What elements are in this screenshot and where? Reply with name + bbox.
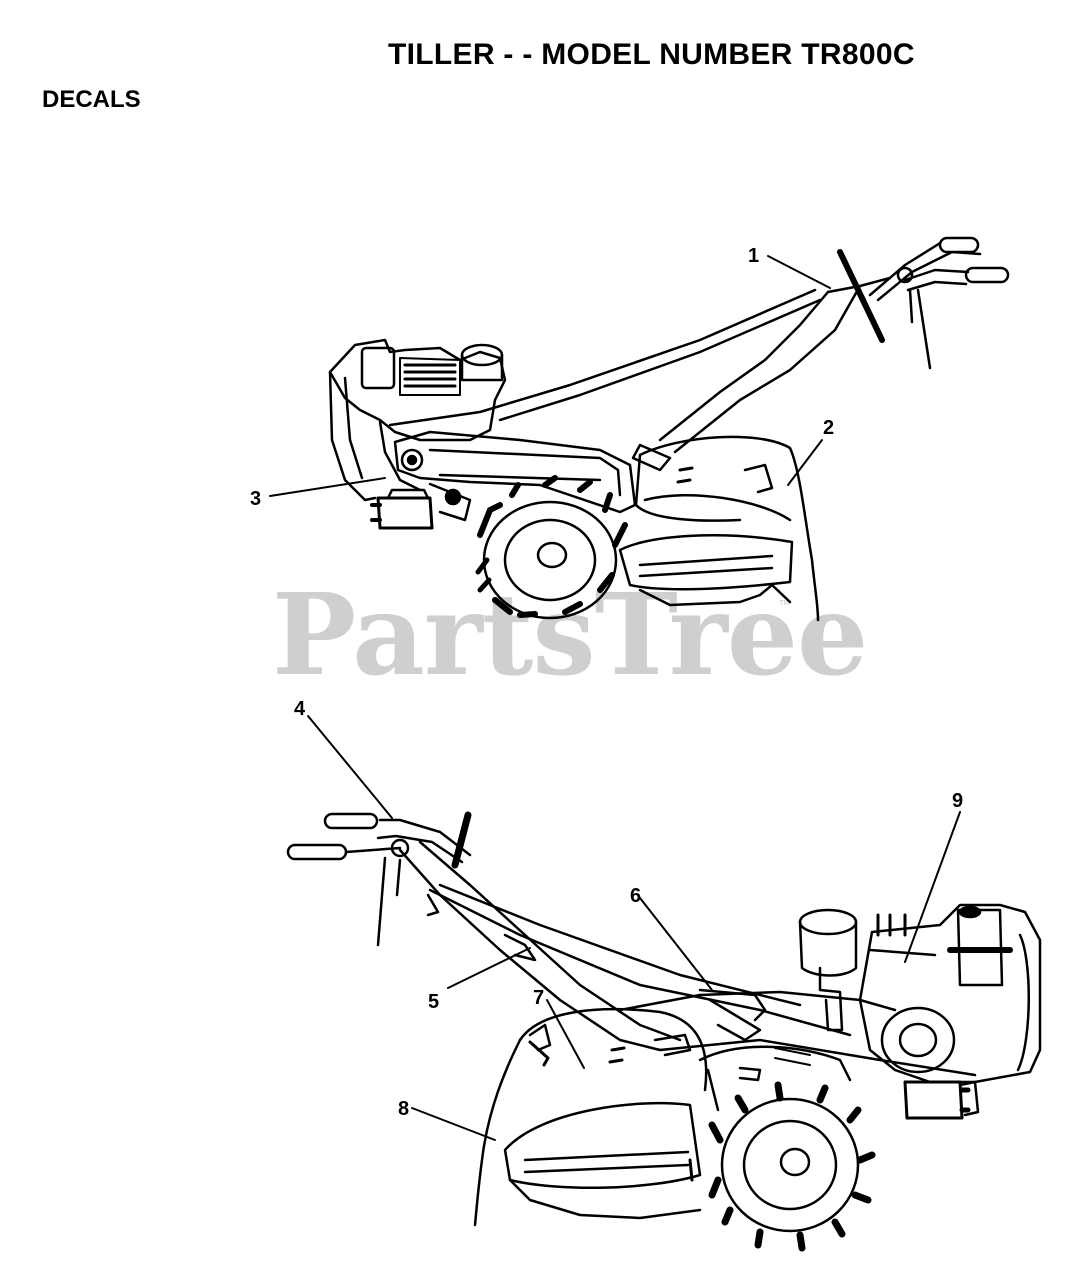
- callout-4: 4: [294, 698, 306, 720]
- callout-6: 6: [630, 885, 641, 907]
- upper-chain-case: [393, 430, 637, 522]
- lower-box: [903, 1080, 980, 1120]
- leader-2: [787, 439, 823, 486]
- callout-2: 2: [823, 417, 834, 439]
- page-title: TILLER - - MODEL NUMBER TR800C: [388, 38, 915, 71]
- upper-engine: [328, 338, 507, 502]
- tiller-lower-view: [286, 811, 1042, 1252]
- callout-3: 3: [250, 488, 261, 510]
- tiller-upper-view: [328, 236, 1010, 622]
- lower-wheel: [708, 1081, 876, 1252]
- callout-5: 5: [428, 991, 439, 1013]
- leader-9: [904, 811, 961, 963]
- leader-1: [767, 255, 831, 289]
- callout-7: 7: [533, 987, 544, 1009]
- leader-7: [546, 999, 585, 1069]
- leader-8: [411, 1107, 496, 1141]
- leader-4: [307, 715, 393, 819]
- callout-9: 9: [952, 790, 963, 812]
- lower-frame: [618, 988, 977, 1077]
- watermark: PartsTree: [272, 570, 868, 701]
- callout-leaders: [269, 255, 961, 1141]
- callout-labels: 1 2 3 4 5 6 7 8 9: [250, 245, 963, 1120]
- lower-tine-shield: [473, 1007, 852, 1227]
- upper-tine-shield: [618, 435, 820, 622]
- leader-6: [639, 897, 713, 991]
- lower-handlebar: [286, 811, 852, 1057]
- upper-lower-box: [370, 488, 434, 530]
- callout-8: 8: [398, 1098, 409, 1120]
- upper-handlebar: [388, 236, 1010, 472]
- upper-wheel: [475, 475, 628, 620]
- lower-engine: [798, 903, 1042, 1084]
- callout-1: 1: [748, 245, 759, 267]
- section-title: DECALS: [42, 86, 141, 113]
- leader-5: [447, 947, 531, 989]
- leader-3: [269, 477, 386, 497]
